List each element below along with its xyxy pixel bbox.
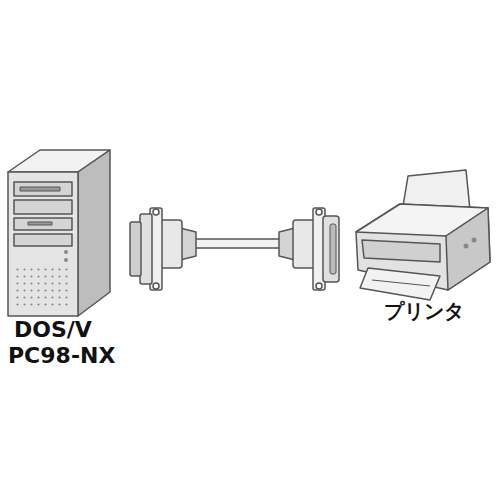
- printer-cable: [130, 208, 339, 290]
- device-label: DOS/V: [14, 318, 92, 342]
- device-label: PC98-NX: [8, 344, 115, 368]
- device-label: プリンタ: [384, 300, 464, 322]
- printer: [356, 170, 490, 300]
- pc-tower: [8, 150, 110, 316]
